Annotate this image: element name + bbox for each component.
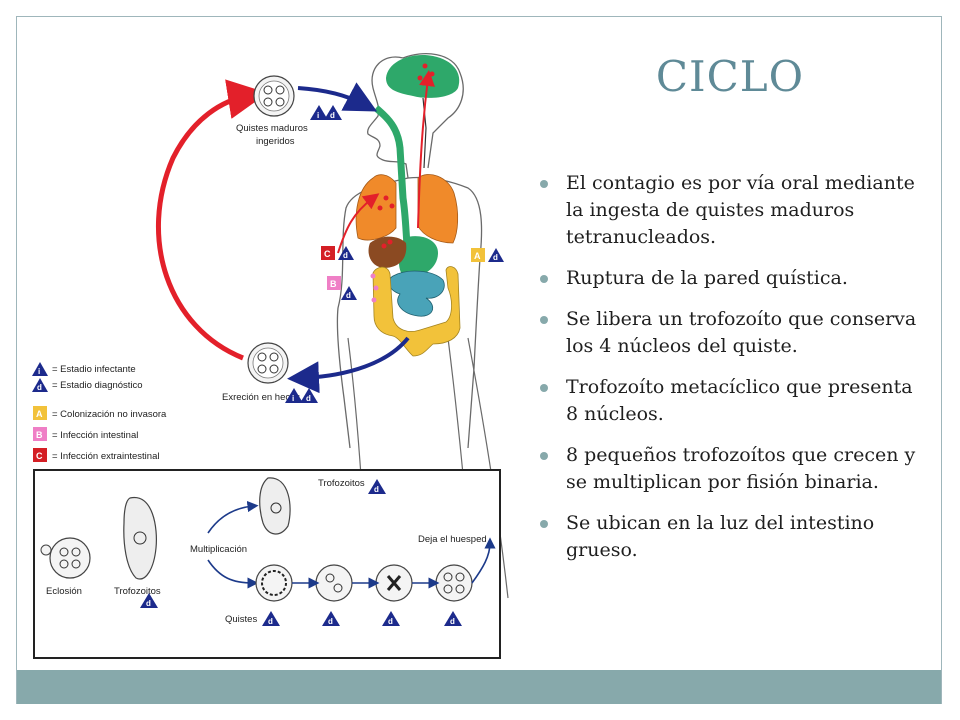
svg-text:i: i: [292, 394, 294, 403]
svg-text:d: d: [346, 291, 351, 300]
bullet-text: Se libera un trofozoíto que conserva los…: [566, 308, 917, 357]
svg-text:i: i: [317, 111, 319, 120]
intestinal-infection-tag: B d: [327, 276, 357, 300]
bullet-text: El contagio es por vía oral mediante la …: [566, 172, 915, 248]
svg-text:d: d: [328, 617, 333, 626]
trophozoite-shape: [123, 497, 157, 580]
trophozoite-top-shape: [259, 477, 291, 535]
ingested-cyst: [253, 75, 295, 117]
multiplication-label: Multiplicación: [190, 544, 247, 555]
svg-text:A: A: [474, 251, 481, 261]
svg-text:B: B: [330, 279, 337, 289]
bullet-item: 8 pequeños trofozoítos que crecen y se m…: [538, 442, 928, 496]
svg-text:C: C: [324, 249, 331, 259]
stomach-shape: [398, 236, 438, 278]
intestinal-infection-markers: [370, 273, 379, 303]
legend-item-diagnostic: = Estadio diagnóstico: [52, 380, 143, 391]
diagnostic-stage-icon: d: [324, 105, 342, 120]
svg-text:i: i: [38, 367, 40, 376]
life-cycle-diagram: Quistes maduros ingeridos i d Exreción e…: [32, 53, 509, 659]
legend-item-colonization: = Colonización no invasora: [52, 409, 167, 420]
excreted-cyst: [247, 342, 289, 384]
footer-band: [17, 670, 941, 704]
noninvasive-colonization-tag: A d: [471, 248, 504, 262]
svg-text:d: d: [37, 383, 42, 392]
blue-arrow-excretion: [287, 336, 410, 394]
infective-stage-icon: i: [310, 105, 328, 120]
bullet-text: Trofozoíto metacíclico que presenta 8 nú…: [566, 376, 913, 425]
bullet-dot: [540, 384, 548, 392]
extraintestinal-infection-tag: C d: [321, 246, 354, 260]
svg-text:d: d: [388, 617, 393, 626]
cysts-label: Quistes: [225, 614, 257, 625]
svg-text:A: A: [36, 409, 43, 419]
legend-item-infective: = Estadio infectante: [52, 364, 136, 375]
brain-shape: [386, 54, 460, 98]
bullet-dot: [540, 452, 548, 460]
slide-title: CICLO: [655, 52, 805, 101]
bullet-text: Ruptura de la pared quística.: [566, 267, 848, 289]
bullet-dot: [540, 316, 548, 324]
trophozoites-top-label: Trofozoitos: [318, 478, 365, 489]
bullet-item: El contagio es por vía oral mediante la …: [538, 170, 928, 251]
svg-text:d: d: [146, 599, 151, 608]
red-cycle-arrow: [155, 79, 268, 361]
red-arrow-brain: [417, 70, 435, 229]
legend-item-intestinal: = Infección intestinal: [52, 430, 138, 441]
bullet-dot: [540, 180, 548, 188]
excretion-label: Exreción en heces: [222, 392, 300, 403]
svg-text:d: d: [450, 617, 455, 626]
bullet-text: Se ubican en la luz del intestino grueso…: [566, 512, 875, 561]
ingested-cyst-label-2: ingeridos: [256, 136, 295, 147]
blue-arrow-ingestion: [297, 82, 378, 112]
small-intestine-shape: [388, 270, 445, 317]
eclosion-label: Eclosión: [46, 586, 82, 597]
red-arrow-liver: [337, 193, 380, 254]
bullet-item: Trofozoíto metacíclico que presenta 8 nú…: [538, 374, 928, 428]
leaves-host-label: Deja el huesped: [418, 534, 487, 545]
svg-text:d: d: [306, 394, 311, 403]
bullet-dot: [540, 520, 548, 528]
bullet-text: 8 pequeños trofozoítos que crecen y se m…: [566, 444, 916, 493]
legend-item-extraintestinal: = Infección extraintestinal: [52, 451, 159, 462]
lung-right-shape: [417, 174, 459, 244]
colon-shape: [372, 266, 461, 357]
liver-shape: [368, 236, 407, 268]
svg-text:d: d: [374, 485, 379, 494]
bullet-list: El contagio es por vía oral mediante la …: [538, 170, 928, 578]
infective-stage-icon: i: [285, 388, 303, 403]
legend: i = Estadio infectante d = Estadio diagn…: [32, 362, 167, 462]
svg-text:d: d: [493, 253, 498, 262]
trophozoites-label: Trofozoitos: [114, 586, 161, 597]
svg-text:d: d: [330, 111, 335, 120]
diagnostic-stage-icon: d: [300, 388, 318, 403]
bullet-item: Se libera un trofozoíto que conserva los…: [538, 306, 928, 360]
intestinal-stage-box: Eclosión Trofozoitos d Multiplicación Tr…: [33, 469, 501, 659]
svg-text:d: d: [343, 251, 348, 260]
bullet-item: Ruptura de la pared quística.: [538, 265, 928, 292]
svg-text:C: C: [36, 451, 43, 461]
svg-text:d: d: [268, 617, 273, 626]
bullet-dot: [540, 275, 548, 283]
svg-text:B: B: [36, 430, 43, 440]
bullet-item: Se ubican en la luz del intestino grueso…: [538, 510, 928, 564]
ingested-cyst-label-1: Quistes maduros: [236, 123, 308, 134]
